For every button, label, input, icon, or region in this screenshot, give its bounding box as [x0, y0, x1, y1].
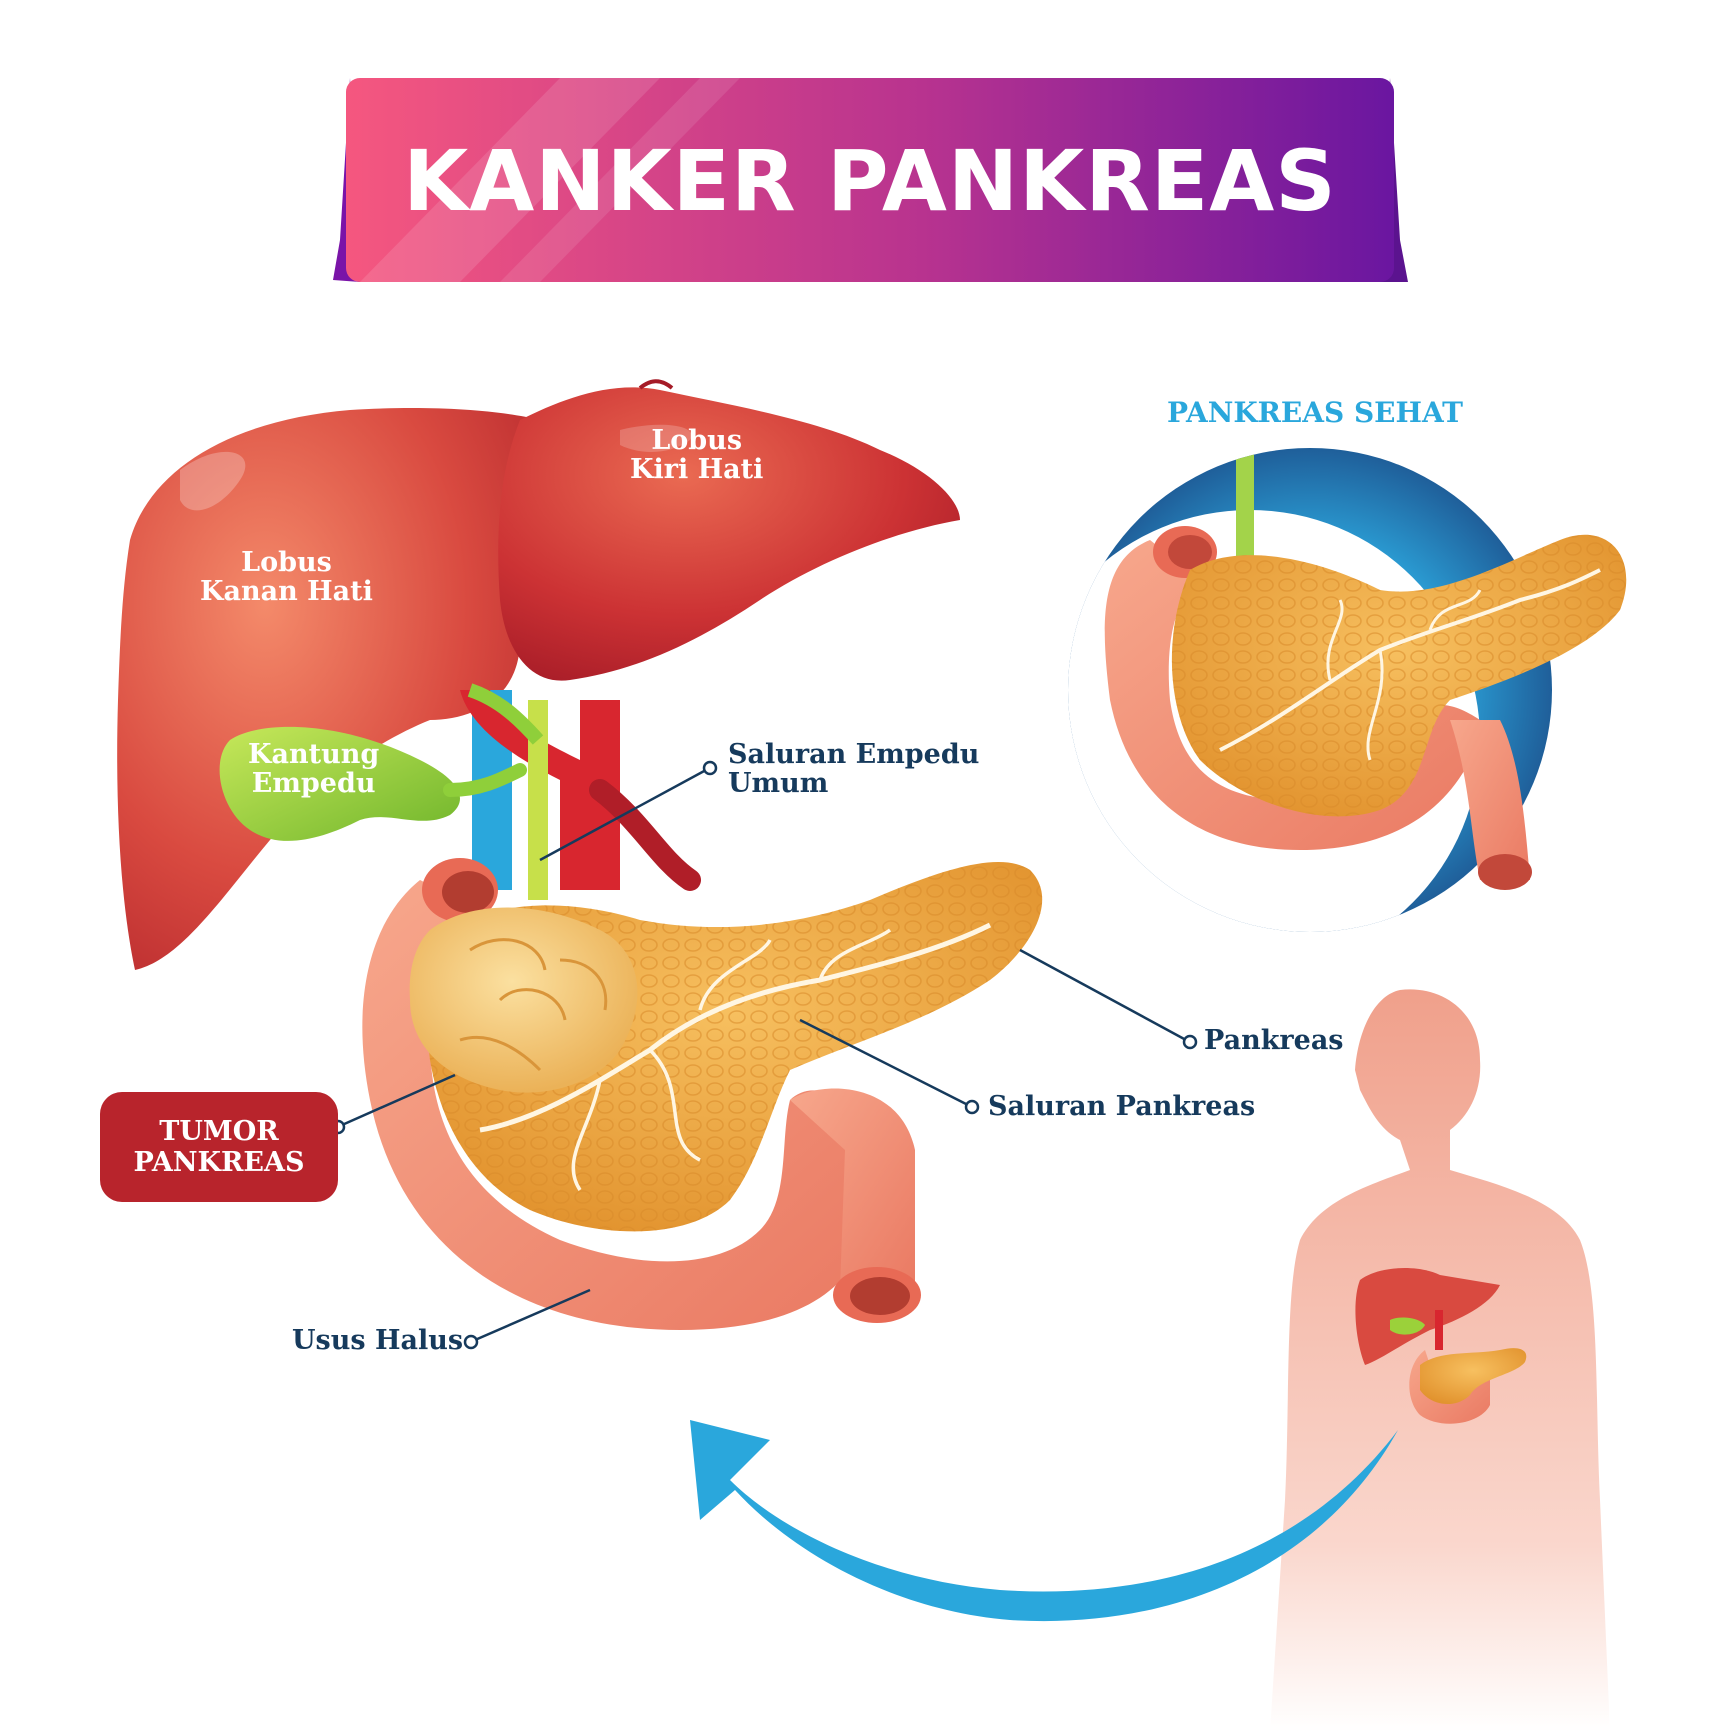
label-lobus-kanan-line1: Lobus — [241, 547, 332, 578]
hepatic-artery — [460, 690, 620, 890]
label-tumor-line2: PANKREAS — [133, 1147, 305, 1178]
label-tumor-pankreas: TUMOR PANKREAS — [100, 1092, 338, 1202]
gallbladder — [219, 726, 460, 841]
healthy-pancreas-title: PANKREAS SEHAT — [1166, 396, 1464, 429]
banner-shine — [360, 78, 660, 282]
healthy-pancreatic-duct — [1219, 568, 1601, 752]
leader-lines — [330, 760, 1198, 1350]
liver-highlight — [180, 451, 246, 511]
liver-left-lobe — [498, 387, 960, 681]
label-saluran-empedu-line2: Umum — [728, 768, 829, 800]
small-intestine — [362, 880, 860, 1330]
mini-liver — [1355, 1268, 1500, 1365]
title-banner-area: KANKER PANKREAS — [340, 78, 1400, 284]
label-tumor-line1: TUMOR — [159, 1115, 279, 1147]
label-saluran-empedu: Saluran Empedu Umum — [728, 740, 979, 798]
mini-pancreas — [1420, 1348, 1527, 1405]
label-lobus-kiri: Lobus Kiri Hati — [630, 426, 763, 484]
healthy-intestine-opening — [1478, 854, 1532, 890]
pancreatic-tumor — [409, 907, 638, 1093]
label-saluran-empedu-line1: Saluran Empedu — [728, 739, 980, 770]
label-kantung-empedu: Kantung Empedu — [248, 740, 379, 798]
label-usus-halus: Usus Halus — [292, 1325, 464, 1356]
pancreatic-duct — [479, 922, 992, 1133]
label-lobus-kiri-line2: Kiri Hati — [630, 454, 764, 486]
label-lobus-kanan-line2: Kanan Hati — [200, 576, 373, 608]
label-kantung-empedu-line1: Kantung — [248, 739, 380, 770]
page-title: KANKER PANKREAS — [403, 132, 1337, 230]
common-bile-duct — [528, 700, 548, 900]
label-saluran-pankreas: Saluran Pankreas — [988, 1091, 1256, 1122]
label-pankreas: Pankreas — [1204, 1025, 1344, 1056]
label-lobus-kanan: Lobus Kanan Hati — [200, 548, 373, 606]
blue-arrow — [690, 1420, 1398, 1622]
liver-right-lobe — [117, 408, 540, 971]
label-kantung-empedu-line2: Empedu — [251, 768, 376, 800]
title-banner — [346, 78, 1394, 282]
label-lobus-kiri-line1: Lobus — [651, 425, 743, 456]
